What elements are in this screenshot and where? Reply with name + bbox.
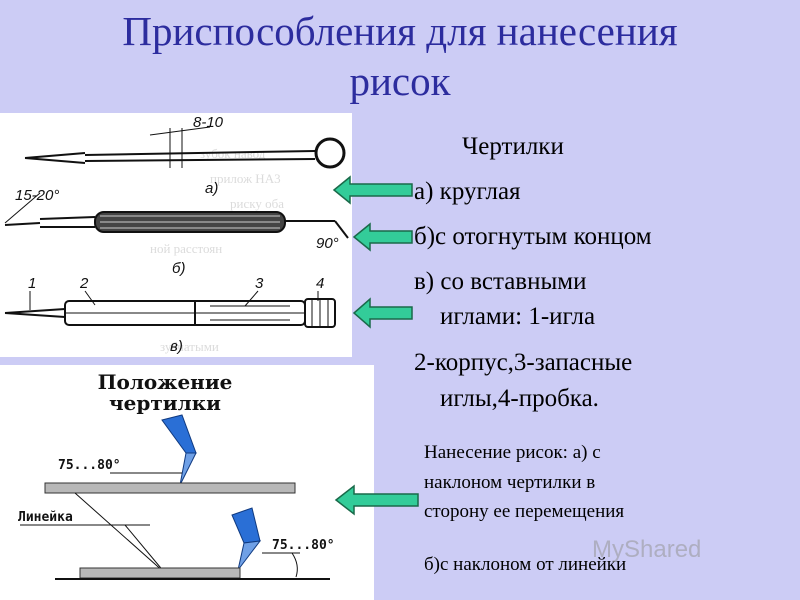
marking-line-3: сторону ее перемещения: [424, 501, 625, 522]
upper-ruler: [44, 482, 296, 494]
arrow-icon-v: [352, 297, 413, 329]
label-b: б): [172, 260, 185, 277]
part-label-1: 1: [28, 275, 36, 292]
list-item-a: а) круглая: [414, 178, 521, 205]
angle-label-lower: 75...80°: [272, 538, 335, 553]
ruler-label: Линейка: [18, 510, 73, 525]
arrow-icon-position: [334, 484, 419, 516]
svg-text:зубчатыми: зубчатыми: [160, 339, 219, 354]
angle-label-right: 90°: [316, 235, 339, 252]
list-heading: Чертилки: [462, 133, 564, 160]
scriber-a-drawing: [24, 126, 346, 169]
marking-line-1: Нанесение рисок: а) с: [424, 442, 601, 463]
angle-label-left: 15-20°: [15, 187, 59, 204]
arrow-icon-b: [352, 222, 413, 252]
part-label-3: 3: [255, 275, 264, 292]
figure-heading-line-2: чертилки: [109, 391, 221, 415]
list-item-v-line-2: иглами: 1-игла: [440, 303, 596, 330]
dim-label-top: 8-10: [193, 114, 224, 131]
part-label-4: 4: [316, 275, 324, 292]
scribers-illustration: зубок навод прилож HA3 риску оба ной рас…: [0, 113, 352, 357]
angle-label-upper: 75...80°: [58, 458, 121, 473]
label-v: в): [170, 338, 183, 355]
slide-title: Приспособления для нанесения рисок: [40, 6, 760, 106]
svg-text:ной расстоян: ной расстоян: [150, 241, 222, 256]
parts-line-1: 2-корпус,3-запасные: [414, 349, 633, 376]
lower-ruler: [79, 567, 241, 579]
arrow-icon-a: [332, 175, 413, 205]
scriber-position-illustration: Положение чертилки 75...80° Линейка 75..…: [0, 365, 374, 600]
marking-line-4: б)с наклоном от линейки: [424, 554, 627, 575]
label-a: а): [205, 180, 218, 197]
list-item-v-line-1: в) со вставными: [414, 268, 587, 295]
list-item-b: б)с отогнутым концом: [414, 223, 652, 250]
upper-scriber-icon: [161, 414, 197, 486]
title-line-1: Приспособления для нанесения: [122, 8, 678, 54]
watermark: MyShared: [592, 536, 702, 563]
svg-text:риску оба: риску оба: [230, 196, 284, 211]
lower-scriber-icon: [231, 507, 262, 571]
svg-text:прилож HA3: прилож HA3: [210, 171, 281, 186]
marking-line-2: наклоном чертилки в: [424, 472, 596, 493]
title-line-2: рисок: [349, 58, 451, 104]
part-label-2: 2: [79, 275, 89, 292]
figure-heading-line-1: Положение: [98, 370, 233, 394]
scriber-v-drawing: [4, 290, 336, 328]
parts-line-2: иглы,4-пробка.: [440, 385, 599, 412]
svg-text:зубок навод: зубок навод: [200, 146, 266, 161]
